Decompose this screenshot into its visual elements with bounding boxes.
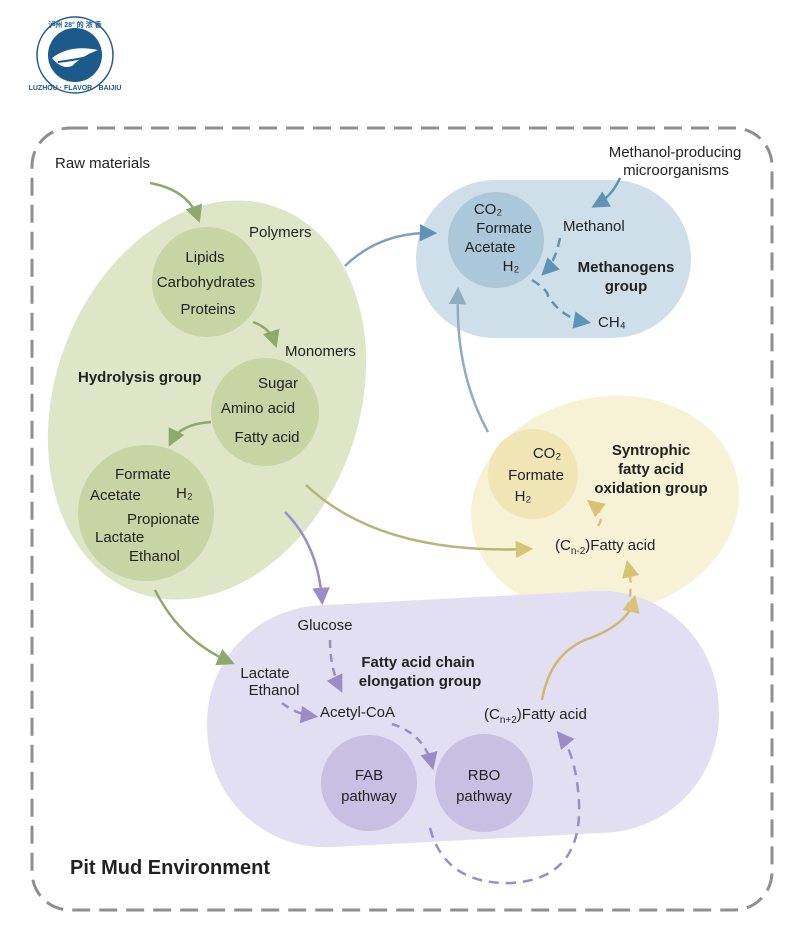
acetyl-coa-label: Acetyl-CoA xyxy=(320,704,395,721)
syn-co2-label: CO₂ xyxy=(533,445,562,462)
ch4-label: CH₄ xyxy=(598,314,626,331)
rbo-pathway-label-line2: pathway xyxy=(456,788,512,805)
syntrophic-products-circle xyxy=(488,429,578,519)
elongation-group-label-line2: elongation group xyxy=(359,673,481,690)
hydrolysis-products-circle xyxy=(78,445,214,581)
hydrolysis-to-glucose-arrow xyxy=(284,511,330,606)
fab-pathway-circle xyxy=(321,735,417,831)
elongation-group-label-line1: Fatty acid chain xyxy=(361,654,474,671)
cn-minus-2-fatty-acid-label: (Cn-2)Fatty acid xyxy=(555,537,655,557)
syn-formate-label: Formate xyxy=(508,467,564,484)
glucose-to-acetylcoa-arrow xyxy=(326,639,343,693)
proteins-label: Proteins xyxy=(180,301,235,318)
h2-label: H₂ xyxy=(176,485,193,502)
cn-plus-2-fatty-acid-label: (Cn+2)Fatty acid xyxy=(484,706,587,726)
pit-mud-environment-title: Pit Mud Environment xyxy=(70,857,270,879)
fattyacid-to-products-arrow xyxy=(586,499,607,527)
monomers-circle xyxy=(211,358,319,466)
methanogen-substrates-circle xyxy=(448,192,544,288)
hydrolysis-to-syntrophic-arrow xyxy=(305,484,534,559)
elongation-to-syntrophic-arrow xyxy=(540,594,640,701)
syn-h2-label: H₂ xyxy=(515,488,532,505)
meth-formate-label: Formate xyxy=(476,220,532,237)
acetylcoa-to-rbo-arrow xyxy=(391,722,438,771)
methanogens-group-label-line2: group xyxy=(605,278,648,295)
propionate-label: Propionate xyxy=(127,511,200,528)
logo-bottom-text: LUZHOU · FLAVOR · BAIJIU xyxy=(29,85,122,92)
methanol-label: Methanol xyxy=(563,218,625,235)
monomers-label: Monomers xyxy=(285,343,356,360)
fatty-acid-label: Fatty acid xyxy=(234,429,299,446)
pit-mud-frame xyxy=(30,126,774,912)
rbo-pathway-circle xyxy=(435,734,533,832)
syntrophic-to-methanogens-arrow xyxy=(448,286,490,433)
rbo-pathway-label-line1: RBO xyxy=(468,767,501,784)
substrates-to-ch4-arrow xyxy=(531,278,592,329)
co2-label: CO₂ xyxy=(474,201,503,218)
methanol-producers-arrow xyxy=(591,177,622,208)
brand-logo: 泸州 28° 的 浓 香 LUZHOU · FLAVOR · BAIJIU xyxy=(29,16,122,94)
rbo-cycle-arrow xyxy=(428,730,581,885)
formate-label: Formate xyxy=(115,466,171,483)
logo-top-text: 泸州 28° 的 浓 香 xyxy=(48,20,102,29)
carbohydrates-label: Carbohydrates xyxy=(157,274,255,291)
products-to-elongation-arrow xyxy=(153,589,235,666)
methanogens-group-label-line1: Methanogens xyxy=(578,259,675,276)
methanol-producing-label-line2: microorganisms xyxy=(623,162,729,179)
hydrolysis-to-methanogens-arrow xyxy=(344,224,438,267)
amino-acid-label: Amino acid xyxy=(221,400,295,417)
raw-to-polymers-arrow xyxy=(149,181,203,223)
monomers-to-products-arrow xyxy=(168,420,212,447)
sugar-label: Sugar xyxy=(258,375,298,392)
meth-h2-label: H₂ xyxy=(503,258,520,275)
glucose-label: Glucose xyxy=(297,617,352,634)
lipids-label: Lipids xyxy=(185,249,224,266)
polymers-label: Polymers xyxy=(249,224,312,241)
elong-ethanol-label: Ethanol xyxy=(249,682,300,699)
hydrolysis-group-label: Hydrolysis group xyxy=(78,369,201,386)
lactate-to-acetylcoa-arrow xyxy=(281,702,319,724)
ethanol-label: Ethanol xyxy=(129,548,180,565)
polymers-to-monomers-arrow xyxy=(252,320,280,348)
fab-pathway-label-line2: pathway xyxy=(341,788,397,805)
methanol-to-ch4-arrow xyxy=(541,237,562,276)
syntrophic-label-line2: fatty acid xyxy=(618,461,684,478)
acetate-label: Acetate xyxy=(90,487,141,504)
elong-lactate-label: Lactate xyxy=(240,665,289,682)
meth-acetate-label: Acetate xyxy=(465,239,516,256)
lactate-label: Lactate xyxy=(95,529,144,546)
fab-pathway-label-line1: FAB xyxy=(355,767,383,784)
syntrophic-label-line3: oxidation group xyxy=(594,480,707,497)
methanol-producing-label-line1: Methanol-producing xyxy=(609,144,742,161)
raw-materials-label: Raw materials xyxy=(55,155,150,172)
syntrophic-label-line1: Syntrophic xyxy=(612,442,690,459)
polymers-circle xyxy=(152,227,262,337)
